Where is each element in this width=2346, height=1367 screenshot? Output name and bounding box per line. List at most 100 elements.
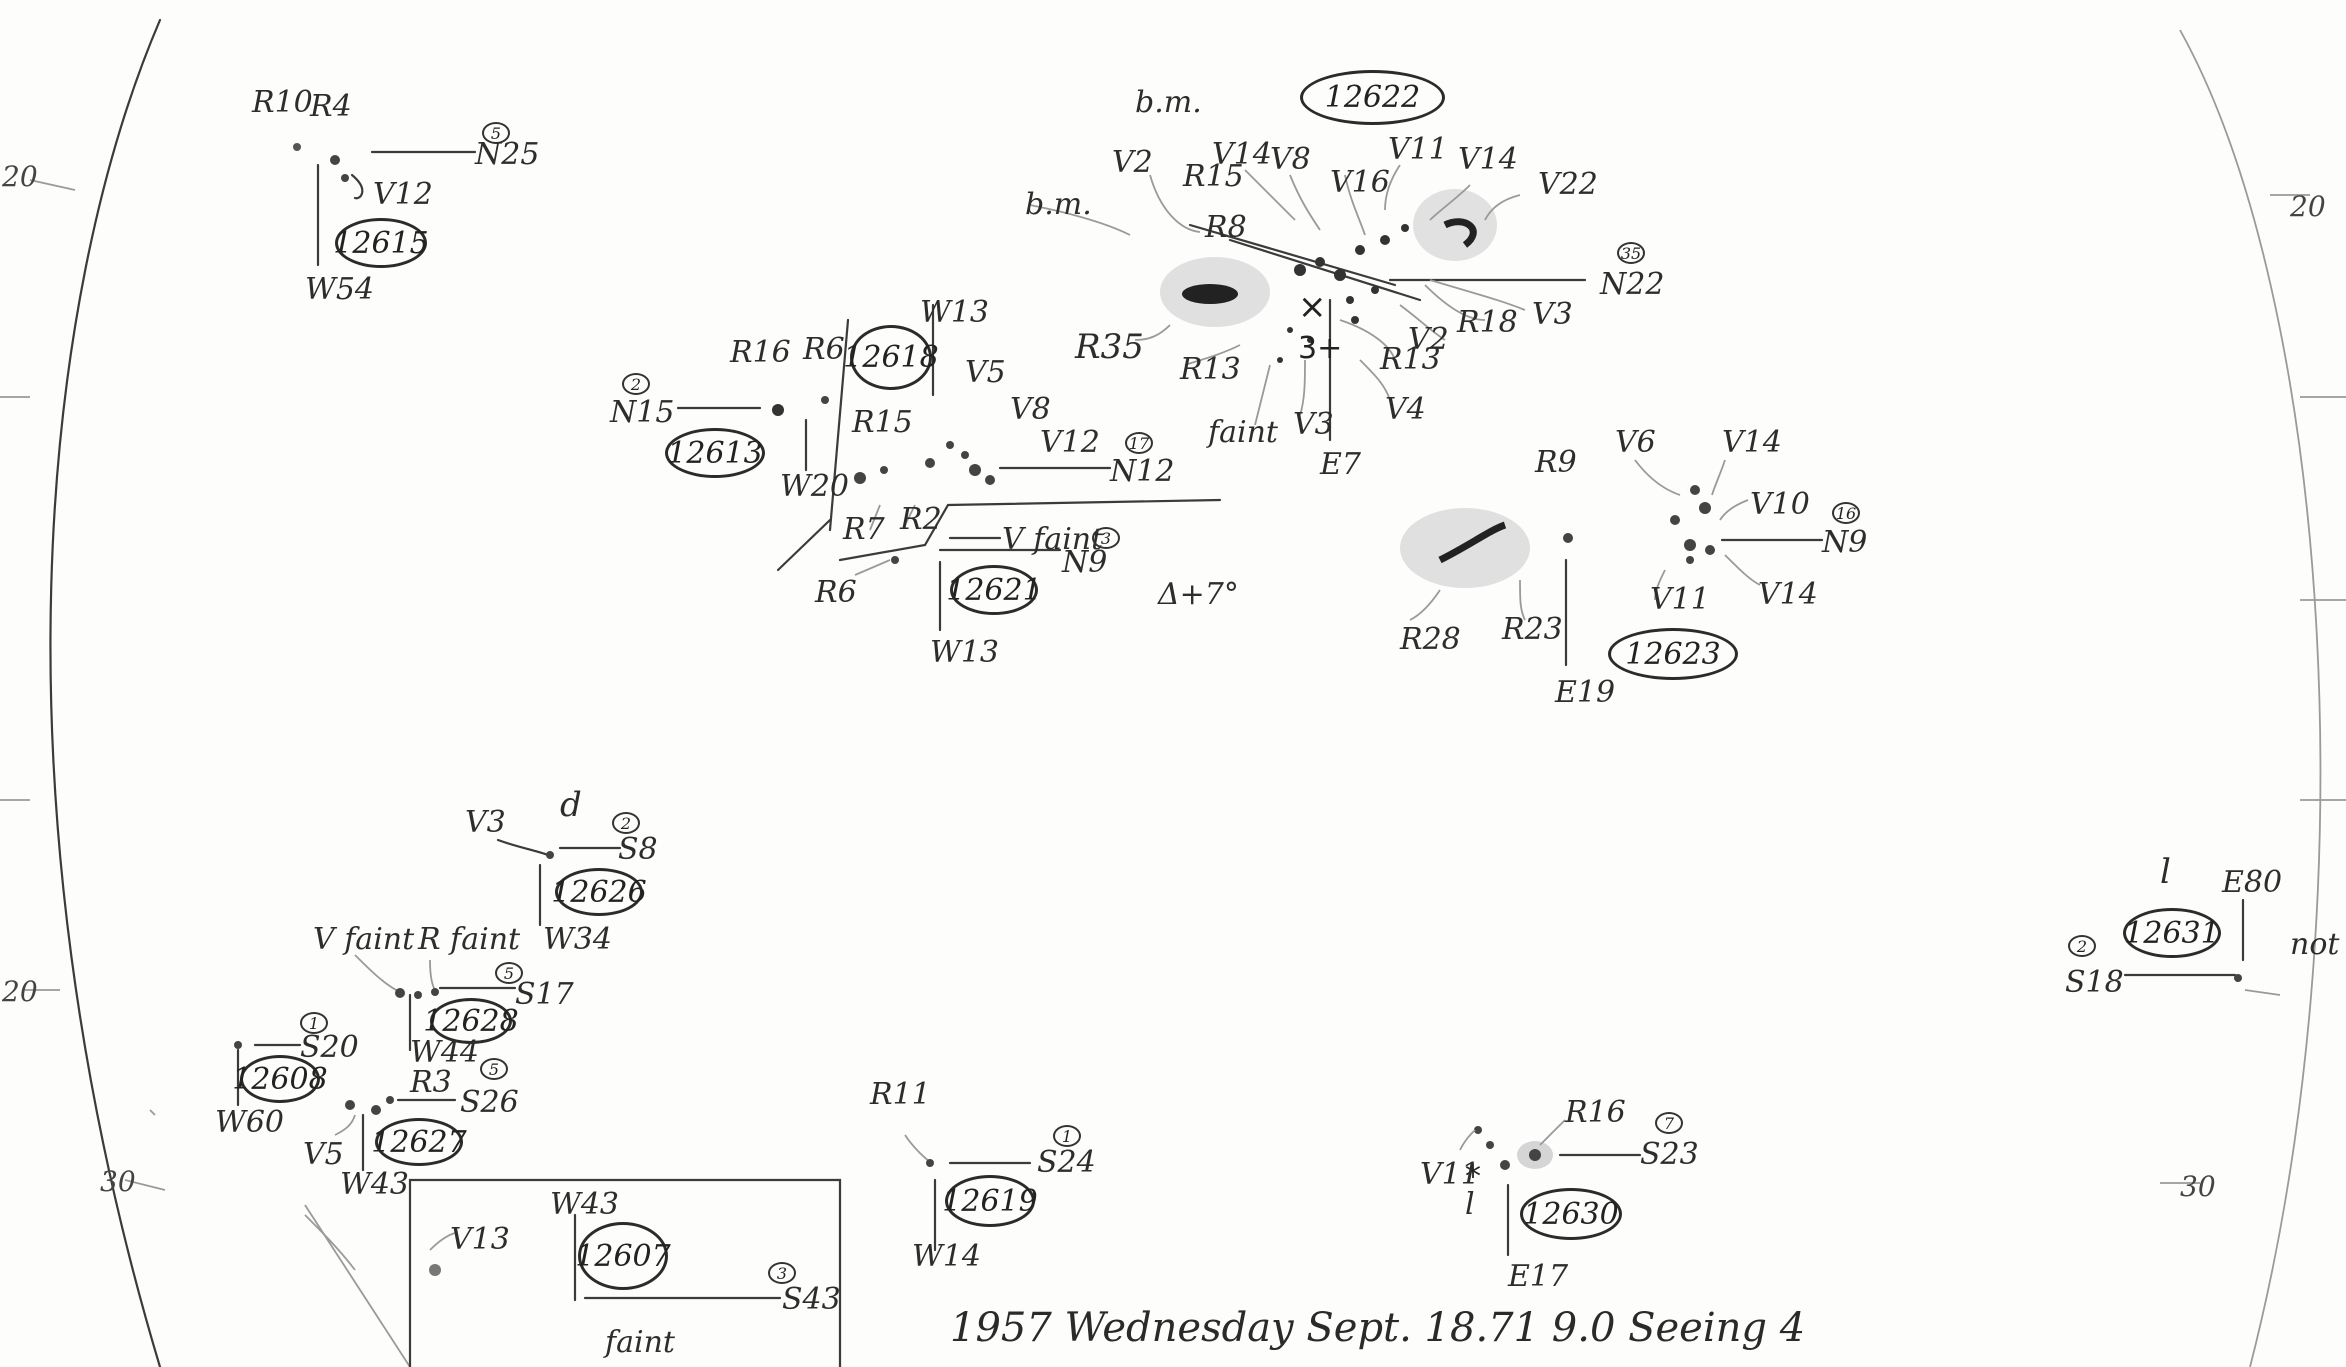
misc-bm: b.m. xyxy=(1135,85,1202,120)
temperature-note: Δ+7° xyxy=(1158,577,1239,612)
tick-left-30: 30 xyxy=(100,1165,136,1198)
label-r15: R15 xyxy=(1183,159,1244,194)
count-badge: 2 xyxy=(2068,935,2096,957)
position-label: N25 xyxy=(475,137,540,172)
count-badge: 5 xyxy=(482,122,510,144)
count-badge: 2 xyxy=(622,373,650,395)
label-r13: R13 xyxy=(1380,342,1441,377)
count-badge: 3 xyxy=(768,1262,796,1284)
group-id-oval: 12613 xyxy=(665,428,765,478)
label-r28: R28 xyxy=(1400,622,1461,657)
limb-left xyxy=(49,18,162,1367)
count-badge: 5 xyxy=(495,962,523,984)
position-label: S8 xyxy=(618,832,658,867)
group-id-oval: 12628 xyxy=(423,998,519,1044)
label-v14: V14 xyxy=(1722,425,1782,460)
label-r13: R13 xyxy=(1180,352,1241,387)
label-v-faint: V faint xyxy=(313,922,415,957)
group-id-oval: 12623 xyxy=(1608,628,1738,680)
label-v2: V2 xyxy=(1408,322,1449,357)
label-v13: V13 xyxy=(450,1222,510,1257)
tick-left-20-top: 20 xyxy=(2,160,38,193)
label-v12: V12 xyxy=(373,177,433,212)
position-label: S17 xyxy=(515,977,574,1012)
offset-label: W60 xyxy=(215,1105,285,1140)
group-id-oval: 12619 xyxy=(942,1175,1038,1227)
offset-label: E80 xyxy=(2222,865,2283,900)
label-r23: R23 xyxy=(1502,612,1563,647)
group-id-oval: 12621 xyxy=(946,565,1042,615)
label-r15: R15 xyxy=(852,405,913,440)
group-id-oval: 12608 xyxy=(232,1055,328,1103)
label-v11: V11 xyxy=(1388,132,1448,167)
label-r3: R3 xyxy=(410,1065,452,1100)
limb-bottom xyxy=(304,1204,411,1367)
label-r35: R35 xyxy=(1075,327,1144,367)
offset-label: E7 xyxy=(1320,447,1361,482)
group-id-oval: 12622 xyxy=(1300,70,1445,125)
offset-label: W43 xyxy=(340,1167,410,1202)
group-id-oval: 12627 xyxy=(371,1118,467,1166)
count-badge: 16 xyxy=(1832,502,1860,524)
count-badge: 17 xyxy=(1125,432,1153,454)
label-v10: V10 xyxy=(1750,487,1810,522)
misc-l: l xyxy=(2160,852,2171,892)
label-v-faint: V faint xyxy=(1002,522,1104,557)
offset-label: W54 xyxy=(305,272,375,307)
tick-right-20: 20 xyxy=(2290,190,2326,223)
label-r6: R6 xyxy=(815,575,857,610)
position-label: S18 xyxy=(2065,965,2124,1000)
label-r10: R10 xyxy=(252,85,313,120)
label-v4: V4 xyxy=(1385,392,1426,427)
label-r6: R6 xyxy=(803,332,845,367)
label-v16: V16 xyxy=(1330,165,1390,200)
label-v14: V14 xyxy=(1212,137,1272,172)
position-label: N12 xyxy=(1110,454,1175,489)
position-label: S24 xyxy=(1037,1145,1096,1180)
count-badge: 35 xyxy=(1617,242,1645,264)
label-v14: V14 xyxy=(1458,142,1518,177)
label-v3: V3 xyxy=(465,805,506,840)
count-badge: 5 xyxy=(480,1058,508,1080)
svg-text:×: × xyxy=(1298,287,1327,327)
count-badge: 2 xyxy=(612,812,640,834)
offset-label: E19 xyxy=(1555,675,1616,710)
label-r7: R7 xyxy=(843,512,885,547)
position-label: N15 xyxy=(610,395,675,430)
offset-label: W13 xyxy=(920,295,990,330)
group-id-oval: 12618 xyxy=(843,325,939,390)
label-v11: V11 xyxy=(1420,1157,1480,1192)
label-v14: V14 xyxy=(1758,577,1818,612)
label-r18: R18 xyxy=(1457,305,1518,340)
label-v3: V3 xyxy=(1532,297,1573,332)
label-v12: V12 xyxy=(1040,425,1100,460)
count-badge: 1 xyxy=(1053,1125,1081,1147)
observation-note: 1957 Wednesday Sept. 18.71 9.0 Seeing 4 xyxy=(950,1305,1806,1351)
position-label: N22 xyxy=(1600,267,1665,302)
label-v22: V22 xyxy=(1538,167,1598,202)
position-label: S26 xyxy=(460,1085,519,1120)
misc-not: not xyxy=(2290,927,2340,962)
label-v5: V5 xyxy=(965,355,1006,390)
limb-right xyxy=(2179,29,2322,1367)
label-v11: V11 xyxy=(1650,582,1710,617)
label-faint: faint xyxy=(1208,415,1278,450)
group-id-oval: 12631 xyxy=(2123,908,2221,958)
label-r2: R2 xyxy=(900,502,942,537)
group-id-oval: 12607 xyxy=(575,1222,671,1290)
svg-text:*: * xyxy=(1465,1157,1481,1195)
count-badge: 1 xyxy=(300,1012,328,1034)
position-label: S23 xyxy=(1640,1137,1699,1172)
offset-label: E17 xyxy=(1508,1259,1569,1294)
label-faint: faint xyxy=(605,1325,675,1360)
label-r8: R8 xyxy=(1205,210,1247,245)
tick-left-20-mid: 20 xyxy=(2,975,38,1008)
label-r4: R4 xyxy=(310,89,352,124)
count-badge: 3 xyxy=(1092,527,1120,549)
label-r9: R9 xyxy=(1535,445,1577,480)
position-label: S20 xyxy=(300,1030,359,1065)
label-v3: V3 xyxy=(1293,407,1334,442)
tick-right-30: 30 xyxy=(2180,1170,2216,1203)
label-v6: V6 xyxy=(1615,425,1656,460)
